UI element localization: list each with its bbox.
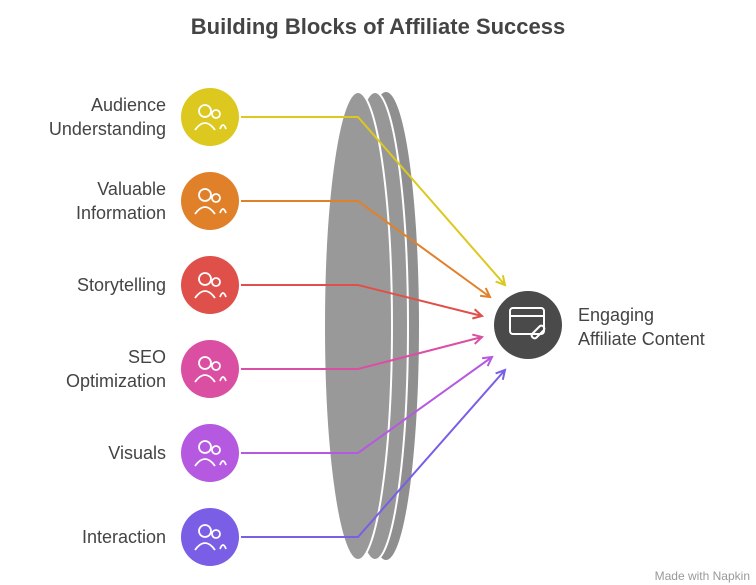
input-node xyxy=(181,508,239,566)
arrowhead xyxy=(479,287,492,299)
input-node xyxy=(181,424,239,482)
output-node xyxy=(494,291,562,359)
browser-link-icon xyxy=(509,307,546,340)
seo-chart-search-icon xyxy=(194,356,227,383)
input-node xyxy=(181,256,239,314)
database-question-icon xyxy=(194,188,227,215)
connector-line xyxy=(241,369,506,538)
connector-line xyxy=(241,116,506,286)
arrowhead xyxy=(495,275,507,287)
input-label: Storytelling xyxy=(76,275,166,295)
connector-line xyxy=(241,200,491,298)
connector-line xyxy=(241,356,493,454)
connector-line xyxy=(241,284,483,317)
connector-line xyxy=(241,336,483,370)
arrowhead xyxy=(495,368,507,380)
input-node xyxy=(181,88,239,146)
watermark: Made with Napkin xyxy=(654,569,750,583)
input-node xyxy=(181,172,239,230)
arrowhead xyxy=(472,333,485,345)
arrowhead xyxy=(472,308,485,320)
input-node xyxy=(181,340,239,398)
input-label: Visuals xyxy=(108,443,166,463)
audience-icon xyxy=(194,104,227,131)
input-label: Interaction xyxy=(81,527,166,547)
lens xyxy=(323,91,419,561)
visuals-icon xyxy=(194,440,227,467)
diagram-title: Building Blocks of Affiliate Success xyxy=(190,14,566,39)
chat-users-icon xyxy=(194,524,227,551)
storyteller-icon xyxy=(194,272,227,299)
arrowhead xyxy=(481,355,494,367)
